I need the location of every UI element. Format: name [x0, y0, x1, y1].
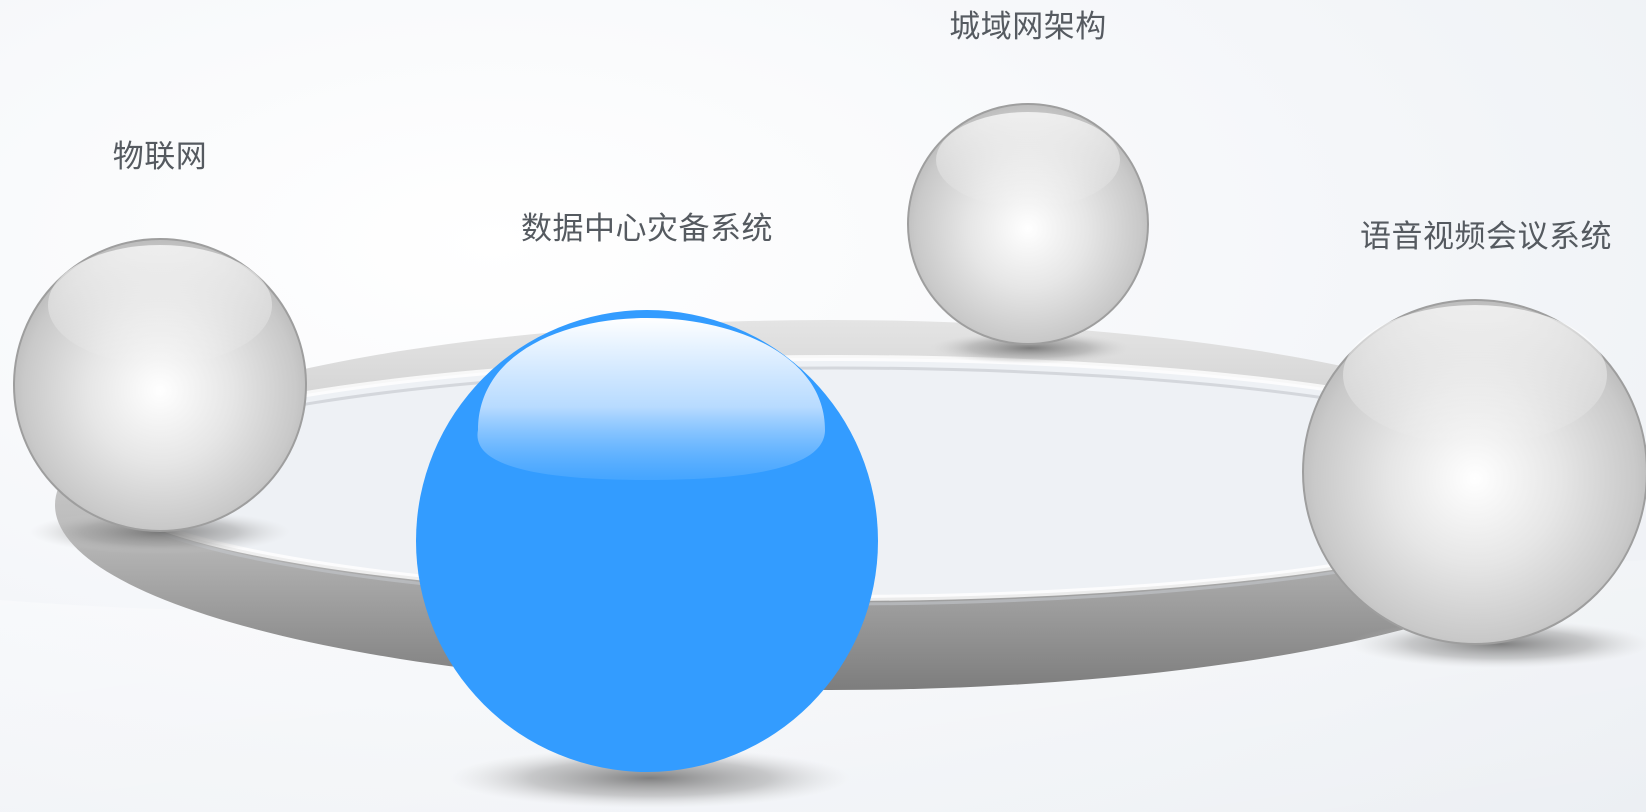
metro-network-sphere-shadow	[930, 332, 1130, 364]
datacenter-dr-sphere-gloss	[477, 318, 825, 480]
iot-sphere[interactable]	[13, 238, 307, 532]
datacenter-dr-sphere-shadow	[450, 748, 850, 808]
av-conference-label: 语音视频会议系统	[1360, 219, 1612, 255]
datacenter-dr-sphere[interactable]	[416, 310, 878, 772]
metro-network-sphere[interactable]	[907, 103, 1149, 345]
iot-label: 物联网	[112, 139, 208, 175]
datacenter-dr-label: 数据中心灾备系统	[521, 211, 773, 247]
metro-network-label: 城域网架构	[949, 9, 1107, 45]
av-conference-sphere[interactable]	[1302, 299, 1646, 645]
